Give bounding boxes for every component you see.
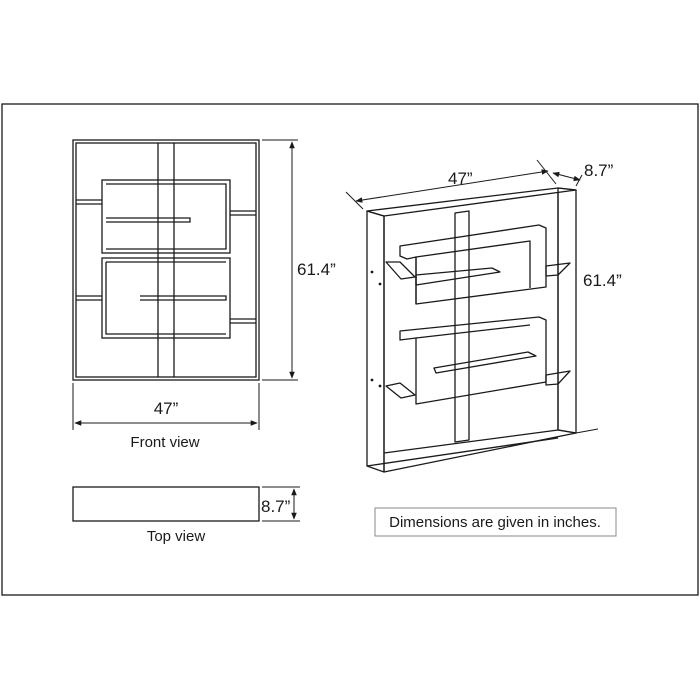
front-view-caption: Front view <box>130 434 199 451</box>
iso-depth-label: 8.7” <box>584 161 614 180</box>
front-height-label: 61.4” <box>297 260 336 279</box>
front-width-dimension <box>72 383 260 430</box>
front-inner-frame <box>75 142 257 378</box>
top-depth-label: 8.7” <box>261 497 291 516</box>
iso-bottom-board <box>383 429 577 473</box>
iso-center-divider <box>454 210 470 443</box>
front-width-label: 47” <box>154 399 179 418</box>
front-height-dimension <box>262 139 298 381</box>
front-view-drawing <box>72 139 260 381</box>
top-view-drawing <box>72 486 260 522</box>
iso-width-label: 47” <box>448 169 473 188</box>
iso-front-frame <box>366 210 385 473</box>
iso-lower-maze <box>399 316 547 405</box>
iso-right-side <box>557 187 577 434</box>
sheet-border <box>1 103 699 596</box>
top-view-caption: Top view <box>147 528 206 545</box>
iso-side-shelf <box>385 261 416 280</box>
isometric-view-drawing <box>366 187 577 473</box>
iso-screw-holes <box>370 270 382 388</box>
top-depth-dimension <box>262 486 300 522</box>
front-outer-frame <box>72 139 260 381</box>
iso-height-label: 61.4” <box>583 271 622 290</box>
iso-height-extension <box>575 428 599 434</box>
iso-top-face <box>366 187 577 217</box>
front-upper-maze <box>101 179 231 254</box>
iso-depth-dimension <box>552 171 583 187</box>
note-box <box>374 507 617 537</box>
iso-upper-maze <box>399 224 547 305</box>
front-lower-maze <box>101 257 231 339</box>
units-note: Dimensions are given in inches. <box>389 514 601 531</box>
